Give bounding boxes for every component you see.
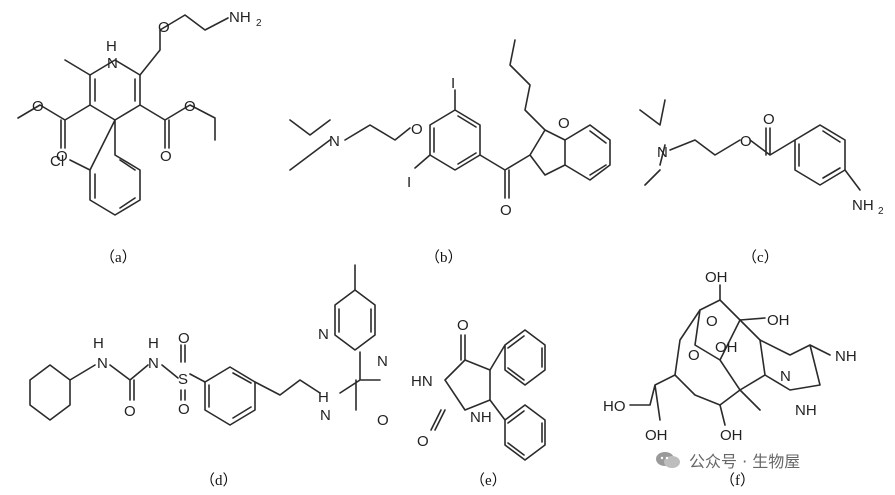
caption-b: （b）: [425, 249, 463, 266]
amine-n-label: N: [657, 144, 668, 161]
pyrazine-n-right: N: [377, 353, 388, 370]
nh-n-label: N: [107, 55, 118, 72]
caption-d: （d）: [200, 472, 238, 489]
amine-label: NH: [229, 9, 251, 26]
ester-o-right: O: [160, 148, 172, 165]
ho-left: HO: [603, 398, 626, 415]
sulfonyl-o-top: O: [178, 330, 190, 347]
iodo-top-label: I: [451, 75, 455, 92]
nh-label: NH: [470, 409, 492, 426]
urea-h-2: H: [148, 335, 159, 352]
amine-label: NH: [852, 197, 874, 214]
pyrazine-n-left: N: [318, 326, 329, 343]
amine-n-label: N: [329, 133, 340, 150]
guanidine-n: N: [780, 368, 791, 385]
urea-n-1: N: [97, 355, 108, 372]
watermark: 公众号 · 生物屋: [655, 446, 885, 474]
amide-nh: N: [320, 407, 331, 424]
structure-a: H N O NH 2 O O O O Cl （a）: [17, 9, 262, 266]
furan-o-label: O: [558, 115, 570, 132]
carbonyl-o-label: O: [500, 202, 512, 219]
structure-f: OH OH OH O O NH N NH HO OH OH （f）: [603, 269, 857, 489]
bridge-o: O: [688, 347, 700, 364]
ester-o-left: O: [56, 148, 68, 165]
ether-o-label: O: [158, 19, 170, 36]
watermark-text: 公众号 · 生物屋: [689, 452, 801, 471]
guanidine-nh: NH: [795, 402, 817, 419]
oh-bottom-center: OH: [720, 427, 743, 444]
ether-o-label: O: [411, 121, 423, 138]
imine-nh: NH: [835, 348, 857, 365]
oh-center: OH: [715, 339, 738, 356]
structure-c: N O O NH 2 （c）: [639, 99, 884, 266]
urea-o: O: [124, 403, 136, 420]
amide-h: H: [318, 389, 329, 406]
carbonyl-o-top: O: [457, 317, 469, 334]
oh-bottom-left: OH: [645, 427, 668, 444]
urea-n-2: N: [148, 355, 159, 372]
carbonyl-o-bottom: O: [417, 433, 429, 450]
ester-o-left-2: O: [32, 98, 44, 115]
caption-e: （e）: [470, 472, 507, 489]
sulfonyl-s: S: [178, 371, 188, 388]
ring-o: O: [706, 313, 718, 330]
structure-e: HN NH O O （e）: [411, 317, 546, 489]
carbonyl-o-label: O: [763, 111, 775, 128]
amine-subscript: 2: [878, 206, 884, 217]
caption-a: （a）: [100, 249, 137, 266]
oh-top: OH: [705, 269, 728, 286]
ester-o-label: O: [740, 133, 752, 150]
hn-label: HN: [411, 373, 433, 390]
ester-o-right-2: O: [184, 98, 196, 115]
wechat-icon: [656, 452, 680, 468]
chloro-label: Cl: [50, 153, 64, 170]
structure-b: N O I I O O （b）: [289, 39, 611, 266]
amide-o: O: [377, 412, 389, 429]
iodo-bottom-label: I: [407, 174, 411, 191]
nh-h-label: H: [106, 38, 117, 55]
structure-d: H N H N O S O O N H O N N （d）: [29, 264, 389, 489]
caption-f: （f）: [720, 472, 755, 489]
sulfonyl-o-bottom: O: [178, 401, 190, 418]
urea-h-1: H: [93, 335, 104, 352]
caption-c: （c）: [742, 249, 779, 266]
oh-right: OH: [767, 312, 790, 329]
amine-subscript: 2: [256, 18, 262, 29]
